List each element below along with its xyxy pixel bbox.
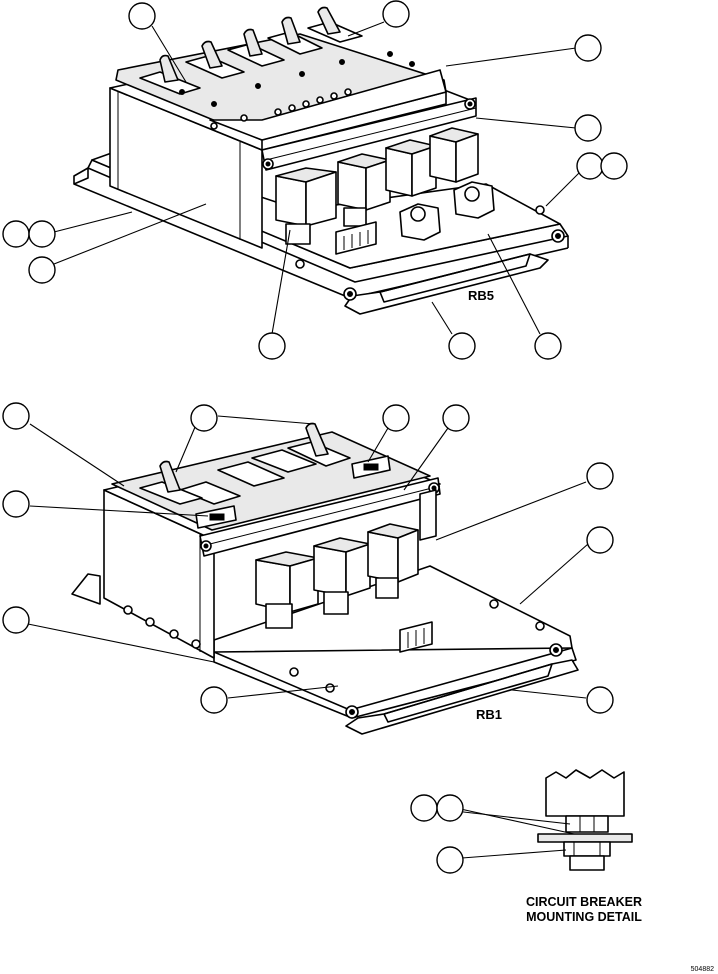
callout-bubble xyxy=(586,526,614,554)
callout-bubble xyxy=(600,152,628,180)
breaker-body xyxy=(545,769,625,817)
callout-bubble xyxy=(436,846,464,874)
rb1-bolts xyxy=(123,599,563,719)
callout-bubble xyxy=(128,2,156,30)
rb1-label: RB1 xyxy=(476,707,502,722)
callout-bubble xyxy=(586,462,614,490)
rb5-indicator-holes xyxy=(210,88,352,130)
circuit-breaker-mounting-detail: CIRCUIT BREAKER MOUNTING DETAIL xyxy=(427,769,642,924)
callout-bubble xyxy=(576,152,604,180)
callout-bubble xyxy=(574,114,602,142)
rb5-toggle-switches xyxy=(139,6,415,107)
rb1-circuit-breakers xyxy=(195,455,391,529)
callout-bubble xyxy=(534,332,562,360)
callout-bubble xyxy=(436,794,464,822)
callout-bubble xyxy=(28,256,56,284)
callout-bubble xyxy=(382,404,410,432)
callout-bubble xyxy=(2,220,30,248)
mounting-plate xyxy=(537,833,633,843)
callout-bubble xyxy=(258,332,286,360)
callout-bubble xyxy=(200,686,228,714)
rb1-relays xyxy=(255,523,419,629)
figure-number: 504882 xyxy=(691,966,714,973)
callout-bubble xyxy=(2,490,30,518)
callout-bubble xyxy=(28,220,56,248)
callout-bubble xyxy=(190,404,218,432)
rb5-connectors xyxy=(335,181,495,255)
callout-bubble xyxy=(574,34,602,62)
rb5-relays xyxy=(275,127,479,245)
callout-bubble xyxy=(2,402,30,430)
callout-bubble xyxy=(2,606,30,634)
rb5-label: RB5 xyxy=(468,288,494,303)
rb5-leaders xyxy=(53,21,583,335)
callout-bubble xyxy=(382,0,410,28)
rb1-toggle-switches xyxy=(139,422,351,505)
callout-bubble xyxy=(586,686,614,714)
detail-caption-line2: MOUNTING DETAIL xyxy=(526,910,642,924)
rb5-base-bolts xyxy=(295,205,565,301)
callout-bubble xyxy=(448,332,476,360)
detail-caption-line1: CIRCUIT BREAKER xyxy=(526,895,642,909)
callout-bubble xyxy=(410,794,438,822)
rb1-leaders xyxy=(27,415,589,699)
rb1-mounting-rail xyxy=(345,659,579,735)
callout-bubbles xyxy=(2,0,628,874)
rb5-assembly: RB5 xyxy=(73,6,569,315)
callout-bubble xyxy=(442,404,470,432)
